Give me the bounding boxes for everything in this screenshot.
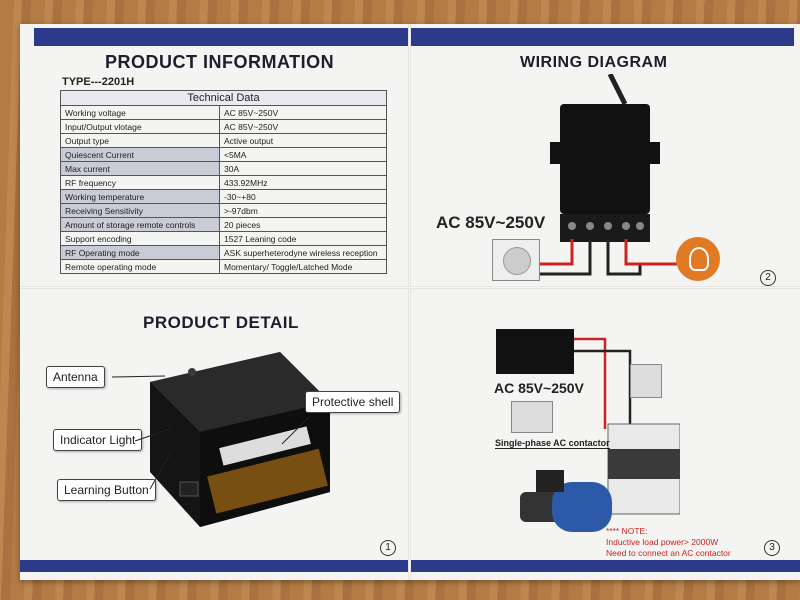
type-label: TYPE---2201H — [62, 76, 135, 88]
spec-value: Momentary/ Toggle/Latched Mode — [219, 259, 387, 274]
detail-leader-lines — [111, 375, 311, 490]
contactor-ac-label: AC 85V~250V — [494, 380, 584, 396]
learning-button-label: Learning Button — [57, 479, 156, 501]
spec-name: RF Operating mode — [60, 245, 220, 260]
relay-wiring-image — [530, 74, 690, 276]
protective-shell-label: Protective shell — [305, 391, 401, 413]
page-number-3: 3 — [764, 540, 780, 556]
light-bulb-icon — [676, 237, 720, 281]
note-line: Need to connect an AC contactor — [606, 548, 731, 558]
wiring-diagram-title: WIRING DIAGRAM — [520, 54, 668, 71]
vertical-fold — [408, 24, 411, 580]
table-row: Receiving Sensitivity>-97dbm — [60, 203, 387, 218]
spec-name: Working temperature — [60, 189, 220, 204]
horizontal-fold — [20, 286, 800, 289]
product-detail-title: PRODUCT DETAIL — [143, 313, 299, 332]
contactor-label: Single-phase AC contactor — [495, 438, 610, 449]
manual-sheet: PRODUCT INFORMATION TYPE---2201H Technic… — [20, 24, 800, 580]
water-pump-image — [520, 470, 612, 532]
indicator-light-label: Indicator Light — [53, 429, 143, 451]
outlet-icon-2 — [630, 364, 662, 398]
product-information-title: PRODUCT INFORMATION — [105, 52, 335, 72]
relay-module-image — [150, 352, 330, 527]
wiring-ac-label: AC 85V~250V — [436, 213, 546, 232]
page-number-1: 1 — [380, 540, 396, 556]
top-blue-bar — [34, 28, 794, 46]
table-row: Working temperature-30~+80 — [60, 189, 387, 204]
contactor-wiring-image — [496, 329, 680, 515]
note-line: **** NOTE: — [606, 526, 648, 536]
page-number-2: 2 — [760, 270, 776, 286]
spec-name: Receiving Sensitivity — [60, 203, 220, 218]
note-text: **** NOTE: Inductive load power> 2000W N… — [606, 526, 731, 559]
antenna-label: Antenna — [46, 366, 105, 388]
wall-outlet-icon — [492, 239, 540, 281]
table-row: Quiescent Current<5MA — [60, 147, 387, 162]
note-line: Inductive load power> 2000W — [606, 537, 719, 547]
outlet-icon — [511, 401, 553, 433]
